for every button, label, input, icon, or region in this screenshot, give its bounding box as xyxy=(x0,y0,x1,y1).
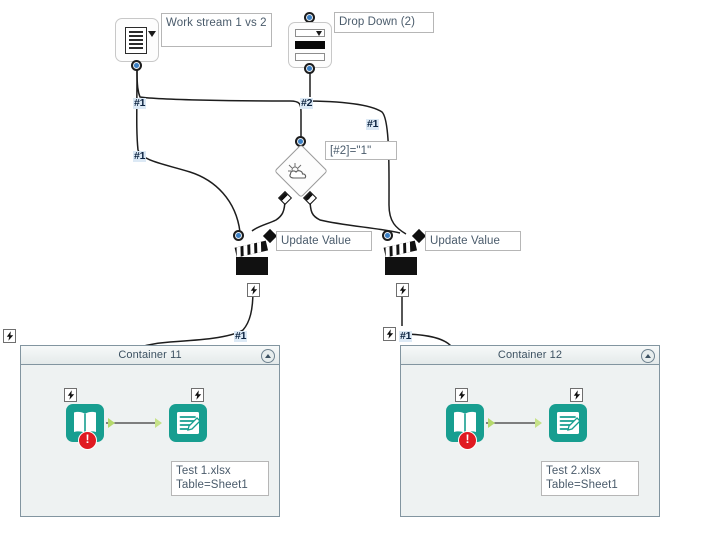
open-book-icon xyxy=(74,411,96,433)
chevron-up-icon[interactable] xyxy=(261,349,275,363)
clapperboard-icon xyxy=(383,240,418,275)
container-11-input-connector[interactable] xyxy=(155,418,162,428)
lightning-bolt-icon[interactable] xyxy=(396,283,409,297)
edit-document-icon xyxy=(557,412,581,434)
condition-label: [#2]="1" xyxy=(325,141,397,160)
update-value-right-label: Update Value xyxy=(425,231,521,251)
condition-input-port[interactable] xyxy=(295,136,306,147)
container-12-file-label: Test 2.xlsx Table=Sheet1 xyxy=(541,461,639,496)
container-12[interactable]: Container 12 ! xyxy=(400,345,660,517)
edge-label: #1 xyxy=(399,330,413,342)
work-stream-node[interactable] xyxy=(115,18,159,62)
edit-document-icon xyxy=(177,412,201,434)
lightning-bolt-icon[interactable] xyxy=(383,327,396,341)
container-12-input-connector[interactable] xyxy=(535,418,542,428)
error-exclamation-icon: ! xyxy=(78,431,97,450)
weather-condition-icon xyxy=(288,163,307,179)
container-11-output-connector[interactable] xyxy=(108,418,115,428)
container-11-file-label: Test 1.xlsx Table=Sheet1 xyxy=(171,461,269,496)
update-value-right-node[interactable] xyxy=(381,240,421,280)
container-12-header[interactable]: Container 12 xyxy=(401,346,659,365)
open-book-icon xyxy=(454,411,476,433)
update-value-left-input-port[interactable] xyxy=(233,230,244,241)
dropdown-empty-row xyxy=(295,53,325,61)
container-12-step-write[interactable] xyxy=(549,404,587,442)
container-11[interactable]: Container 11 ! xyxy=(20,345,280,517)
lightning-bolt-icon[interactable] xyxy=(191,388,204,402)
update-value-right-input-port[interactable] xyxy=(382,230,393,241)
container-11-step-write[interactable] xyxy=(169,404,207,442)
lightning-bolt-icon[interactable] xyxy=(3,329,16,343)
dropdown-combobox-icon xyxy=(295,29,325,37)
chevron-down-icon[interactable] xyxy=(148,31,156,37)
container-12-title: Container 12 xyxy=(497,349,563,361)
error-exclamation-icon: ! xyxy=(458,431,477,450)
work-stream-label: Work stream 1 vs 2 xyxy=(161,13,272,47)
container-11-edge-layer xyxy=(106,422,161,424)
chevron-up-icon[interactable] xyxy=(641,349,655,363)
container-12-edge-layer xyxy=(486,422,541,424)
container-11-body: ! Test 1.xlsx Table=Sheet1 xyxy=(21,365,279,517)
drop-down-node[interactable] xyxy=(288,22,332,68)
container-12-body: ! Test 2.xlsx Table=Sheet1 xyxy=(401,365,659,517)
lightning-bolt-icon[interactable] xyxy=(570,388,583,402)
update-value-left-label: Update Value xyxy=(276,231,372,251)
clapperboard-icon xyxy=(234,240,269,275)
lightning-bolt-icon[interactable] xyxy=(247,283,260,297)
container-12-output-connector[interactable] xyxy=(488,418,495,428)
edge-label: #1 xyxy=(234,330,248,342)
edge-label: #2 xyxy=(300,97,314,109)
lightning-bolt-icon[interactable] xyxy=(64,388,77,402)
document-table-icon xyxy=(125,27,147,54)
container-12-step-read[interactable] xyxy=(446,404,484,442)
container-11-header[interactable]: Container 11 xyxy=(21,346,279,365)
drop-down-input-port[interactable] xyxy=(304,12,315,23)
container-11-title: Container 11 xyxy=(118,349,182,361)
edge-label: #1 xyxy=(133,97,147,109)
lightning-bolt-icon[interactable] xyxy=(455,388,468,402)
drop-down-output-port[interactable] xyxy=(304,63,315,74)
drop-down-label: Drop Down (2) xyxy=(334,12,434,33)
work-stream-output-port[interactable] xyxy=(131,60,142,71)
update-value-left-node[interactable] xyxy=(232,240,272,280)
dropdown-selected-row xyxy=(295,41,325,49)
edge-label: #1 xyxy=(133,150,147,162)
edge-label: #1 xyxy=(366,118,380,130)
condition-node[interactable] xyxy=(274,144,328,198)
